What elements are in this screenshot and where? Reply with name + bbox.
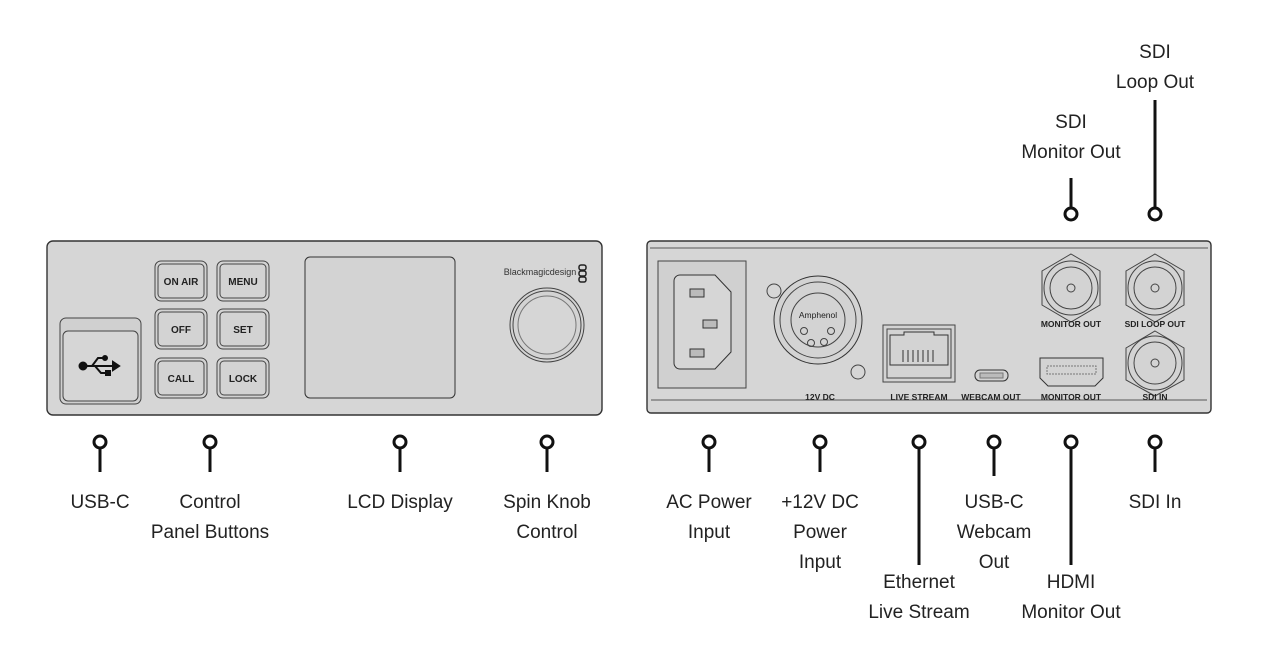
button-set[interactable]: SET <box>216 308 270 350</box>
svg-text:Out: Out <box>979 552 1010 573</box>
sdi-monitor-out-bnc: MONITOR OUT <box>1041 253 1102 329</box>
usb-c-webcam-port: WEBCAM OUT <box>961 369 1022 402</box>
svg-text:12V DC: 12V DC <box>805 392 835 402</box>
svg-text:ON AIR: ON AIR <box>164 277 199 288</box>
svg-text:Webcam: Webcam <box>957 522 1032 543</box>
svg-text:Control: Control <box>516 522 577 543</box>
svg-text:SET: SET <box>233 325 252 336</box>
svg-text:OFF: OFF <box>171 325 191 336</box>
svg-text:SDI In: SDI In <box>1129 492 1182 513</box>
callout-sdi-in: SDI In <box>1129 434 1182 513</box>
brand-logo: Blackmagicdesign <box>504 267 577 277</box>
svg-text:HDMI: HDMI <box>1047 572 1096 593</box>
button-menu[interactable]: MENU <box>216 260 270 302</box>
rear-panel: Amphenol 12V DC LIVE STREAM WEBCAM OUT M… <box>646 240 1212 414</box>
sdi-loop-out-bnc: SDI LOOP OUT <box>1125 253 1187 329</box>
brand-logo-mark <box>578 264 587 283</box>
svg-text:SDI IN: SDI IN <box>1142 392 1167 402</box>
button-lock[interactable]: LOCK <box>216 357 270 399</box>
svg-text:SDI: SDI <box>1055 112 1087 133</box>
front-panel: ON AIR MENU OFF SET CALL LOCK Blackmagic… <box>46 240 603 416</box>
ac-power-input <box>657 260 747 389</box>
svg-text:+12V DC: +12V DC <box>781 492 859 513</box>
svg-text:SDI: SDI <box>1139 42 1171 63</box>
usb-c-port <box>59 317 142 405</box>
svg-text:Panel Buttons: Panel Buttons <box>151 522 269 543</box>
callout-hdmi: HDMI Monitor Out <box>1021 434 1121 623</box>
hdmi-port: MONITOR OUT <box>1039 357 1104 402</box>
callout-usb-c: USB-C <box>70 434 130 513</box>
callout-lcd: LCD Display <box>347 434 453 513</box>
svg-text:Control: Control <box>179 492 240 513</box>
svg-text:CALL: CALL <box>168 374 195 385</box>
svg-text:MENU: MENU <box>228 277 257 288</box>
svg-text:MONITOR OUT: MONITOR OUT <box>1041 319 1102 329</box>
svg-text:Live Stream: Live Stream <box>868 602 969 623</box>
svg-text:Input: Input <box>688 522 731 543</box>
button-on-air[interactable]: ON AIR <box>154 260 208 302</box>
svg-text:Monitor Out: Monitor Out <box>1021 142 1121 163</box>
lcd-display <box>304 256 456 399</box>
svg-text:Monitor Out: Monitor Out <box>1021 602 1121 623</box>
spin-knob[interactable] <box>509 287 585 363</box>
svg-text:Loop Out: Loop Out <box>1116 72 1195 93</box>
button-call[interactable]: CALL <box>154 357 208 399</box>
callout-sdi-loop: SDI Loop Out <box>1116 42 1195 222</box>
svg-text:LCD Display: LCD Display <box>347 492 453 513</box>
usb-icon <box>78 355 121 376</box>
svg-text:Spin Knob: Spin Knob <box>503 492 591 513</box>
ethernet-port: LIVE STREAM <box>882 324 956 402</box>
svg-text:MONITOR OUT: MONITOR OUT <box>1041 392 1102 402</box>
svg-text:USB-C: USB-C <box>964 492 1023 513</box>
svg-text:Power: Power <box>793 522 848 543</box>
svg-text:Input: Input <box>799 552 842 573</box>
sdi-in-bnc: SDI IN <box>1125 330 1185 402</box>
callout-sdi-monitor: SDI Monitor Out <box>1021 112 1121 222</box>
svg-text:USB-C: USB-C <box>70 492 129 513</box>
svg-text:WEBCAM OUT: WEBCAM OUT <box>961 392 1021 402</box>
svg-text:LIVE STREAM: LIVE STREAM <box>890 392 947 402</box>
button-off[interactable]: OFF <box>154 308 208 350</box>
svg-text:AC Power: AC Power <box>666 492 752 513</box>
xlr-12v-dc-input: Amphenol 12V DC <box>766 275 866 402</box>
svg-text:Amphenol: Amphenol <box>799 310 837 320</box>
svg-text:SDI LOOP OUT: SDI LOOP OUT <box>1125 319 1187 329</box>
svg-text:LOCK: LOCK <box>229 374 258 385</box>
control-buttons: ON AIR MENU OFF SET CALL LOCK <box>154 260 270 399</box>
svg-text:Ethernet: Ethernet <box>883 572 956 593</box>
